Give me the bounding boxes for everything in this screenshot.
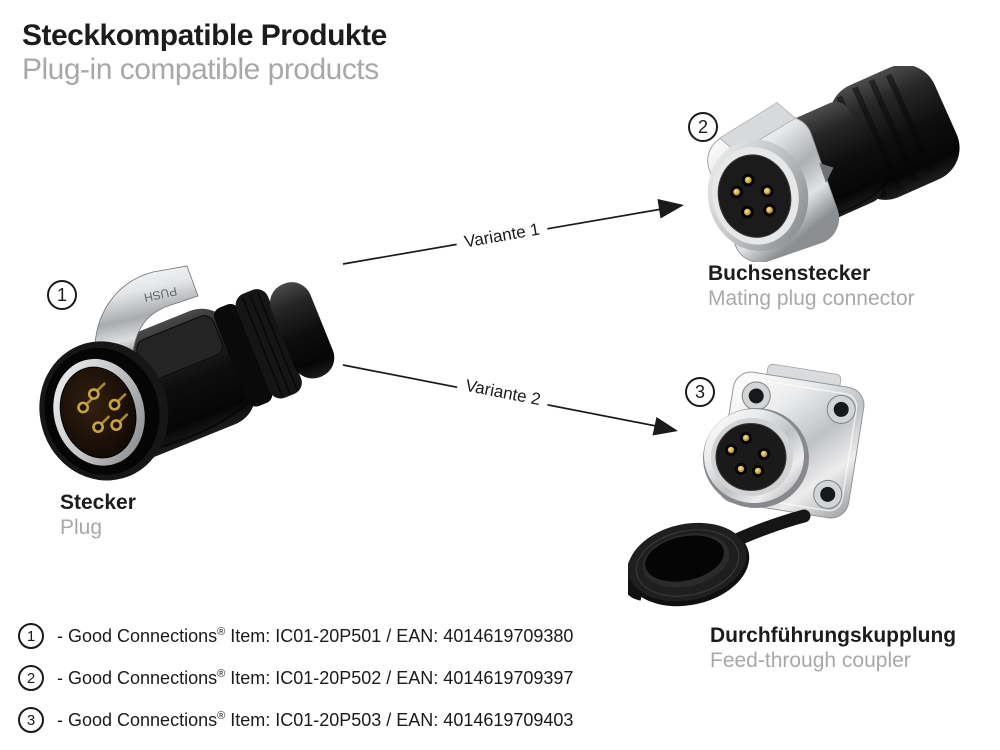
product-2-caption: Buchsenstecker Mating plug connector bbox=[708, 261, 915, 311]
mating-connector-face bbox=[707, 139, 809, 252]
rubber-cap bbox=[628, 522, 750, 607]
product-1-name-de: Stecker bbox=[60, 491, 136, 514]
legend-1-text: - Good Connections® Item: IC01-20P501 / … bbox=[57, 626, 573, 647]
product-2-badge: 2 bbox=[688, 112, 718, 142]
product-1-name-en: Plug bbox=[60, 516, 103, 539]
product-1-badge: 1 bbox=[47, 280, 77, 310]
legend-3-number: 3 bbox=[26, 711, 36, 729]
legend-2-number: 2 bbox=[26, 669, 36, 687]
legend-item-3: 3 - Good Connections® Item: IC01-20P503 … bbox=[18, 707, 573, 733]
product-1-image: PUSH bbox=[39, 265, 335, 481]
legend-2-brand: - Good Connections bbox=[57, 667, 218, 688]
registered-trademark-icon: ® bbox=[217, 625, 226, 638]
page-subtitle: Plug-in compatible products bbox=[22, 53, 379, 86]
plug-latch-clip: PUSH bbox=[94, 265, 199, 360]
legend-item-1: 1 - Good Connections® Item: IC01-20P501 … bbox=[18, 623, 573, 649]
legend-3-item-ean: Item: IC01-20P503 / EAN: 4014619709403 bbox=[225, 709, 574, 730]
plug-front-face bbox=[39, 341, 169, 481]
product-3-name-en: Feed-through coupler bbox=[710, 649, 911, 672]
legend-2-item-ean: Item: IC01-20P502 / EAN: 4014619709397 bbox=[225, 667, 574, 688]
legend-1-badge: 1 bbox=[18, 623, 44, 649]
product-1-number: 1 bbox=[56, 284, 67, 305]
legend-1-item-ean: Item: IC01-20P501 / EAN: 4014619709380 bbox=[225, 625, 574, 646]
product-3-name-de: Durchführungskupplung bbox=[710, 624, 957, 647]
legend-2-badge: 2 bbox=[18, 665, 44, 691]
legend-item-2: 2 - Good Connections® Item: IC01-20P502 … bbox=[18, 665, 573, 691]
coupler-socket-face bbox=[703, 408, 809, 508]
product-3-number: 3 bbox=[694, 381, 705, 402]
legend-2-text: - Good Connections® Item: IC01-20P502 / … bbox=[57, 668, 573, 689]
product-2-name-en: Mating plug connector bbox=[708, 287, 915, 310]
registered-trademark-icon: ® bbox=[217, 667, 226, 680]
product-3-caption: Durchführungskupplung Feed-through coupl… bbox=[710, 623, 956, 673]
product-3-badge: 3 bbox=[685, 377, 715, 407]
mating-connector-sockets bbox=[730, 173, 776, 219]
page-title: Steckkompatible Produkte bbox=[22, 19, 387, 52]
header: Steckkompatible Produkte Plug-in compati… bbox=[22, 20, 387, 86]
legend-3-text: - Good Connections® Item: IC01-20P503 / … bbox=[57, 710, 573, 731]
legend-1-number: 1 bbox=[26, 627, 36, 645]
plug-pins bbox=[77, 382, 129, 434]
product-2-image bbox=[707, 66, 960, 262]
product-2-number: 2 bbox=[697, 116, 708, 137]
clip-marking-text: PUSH bbox=[143, 284, 179, 305]
legend-1-brand: - Good Connections bbox=[57, 625, 218, 646]
legend-3-brand: - Good Connections bbox=[57, 709, 218, 730]
product-2-name-de: Buchsenstecker bbox=[708, 262, 871, 285]
product-1-caption: Stecker Plug bbox=[60, 490, 136, 540]
arrowhead-1 bbox=[657, 199, 684, 219]
coupler-sockets bbox=[725, 432, 770, 477]
legend-3-badge: 3 bbox=[18, 707, 44, 733]
product-3-image bbox=[628, 363, 865, 607]
variant-2-label: Variante 2 bbox=[455, 374, 551, 412]
registered-trademark-icon: ® bbox=[217, 709, 226, 722]
variant-1-label: Variante 1 bbox=[454, 218, 550, 254]
